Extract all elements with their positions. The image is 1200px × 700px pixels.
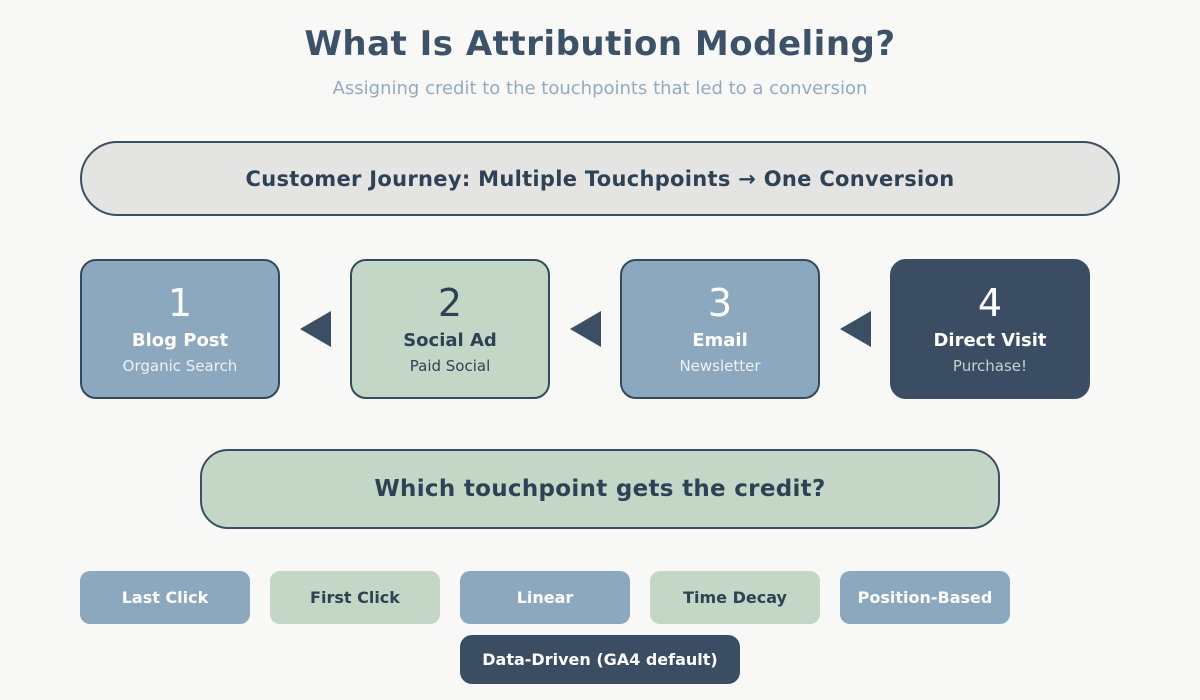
model-button-position-based[interactable]: Position-Based [840,571,1010,624]
touchpoint-card-direct-visit: 4 Direct Visit Purchase! [890,259,1090,399]
arrow-left-icon [300,311,331,347]
touchpoint-detail: Purchase! [952,357,1028,376]
touchpoint-detail: Organic Search [122,357,238,376]
touchpoint-number: 4 [977,280,1003,325]
credit-question-label: Which touchpoint gets the credit? [374,476,826,502]
touchpoint-card-email: 3 Email Newsletter [620,259,820,399]
touchpoint-number: 1 [167,280,193,325]
model-button-time-decay[interactable]: Time Decay [650,571,820,624]
touchpoint-name: Social Ad [403,330,497,352]
page-title: What Is Attribution Modeling? [304,24,896,64]
model-button-first-click[interactable]: First Click [270,571,440,624]
credit-question-banner: Which touchpoint gets the credit? [200,449,1000,529]
touchpoint-number: 3 [707,280,733,325]
model-button-last-click[interactable]: Last Click [80,571,250,624]
arrow-left-icon [840,311,871,347]
page-subtitle: Assigning credit to the touchpoints that… [332,78,868,99]
touchpoint-card-social-ad: 2 Social Ad Paid Social [350,259,550,399]
customer-journey-banner-label: Customer Journey: Multiple Touchpoints →… [245,166,955,191]
touchpoint-name: Blog Post [131,330,229,352]
touchpoint-detail: Paid Social [409,357,491,376]
customer-journey-banner: Customer Journey: Multiple Touchpoints →… [80,141,1120,216]
touchpoint-number: 2 [437,280,463,325]
touchpoint-detail: Newsletter [679,357,761,376]
arrow-left-icon [570,311,601,347]
model-button-data-driven[interactable]: Data-Driven (GA4 default) [460,635,740,684]
model-button-linear[interactable]: Linear [460,571,630,624]
touchpoint-name: Direct Visit [933,330,1047,352]
touchpoint-card-blog-post: 1 Blog Post Organic Search [80,259,280,399]
touchpoint-name: Email [692,330,748,352]
